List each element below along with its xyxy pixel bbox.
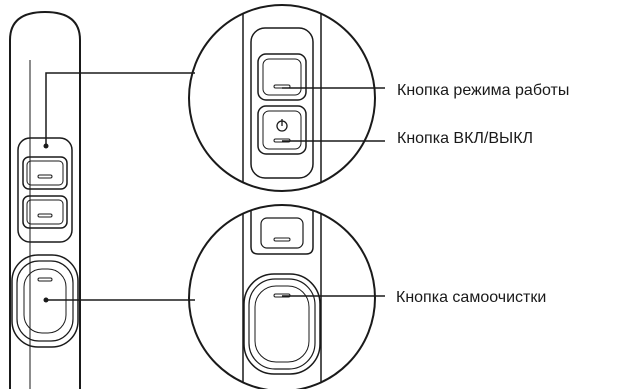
- self-clean-button-label: Кнопка самоочистки: [396, 289, 547, 306]
- zoom-partial-button: [260, 217, 304, 249]
- handle-power-button[interactable]: [22, 195, 68, 229]
- connector-handle-to-top-zoom: [45, 72, 195, 146]
- power-icon: [276, 119, 288, 132]
- mode-button-label: Кнопка режима работы: [397, 82, 570, 99]
- zoom-mode-button[interactable]: [257, 53, 307, 101]
- handle-self-clean-button[interactable]: [11, 254, 79, 348]
- zoom-self-clean-button[interactable]: [243, 273, 321, 375]
- leader-dots: [43, 143, 49, 303]
- leader-lines: [45, 72, 385, 301]
- handle-button-panel: [17, 137, 73, 243]
- top-zoom-circle: [188, 4, 376, 192]
- device-handle: [9, 10, 81, 389]
- handle-mode-button[interactable]: [22, 156, 68, 190]
- power-button-label: Кнопка ВКЛ/ВЫКЛ: [397, 130, 534, 147]
